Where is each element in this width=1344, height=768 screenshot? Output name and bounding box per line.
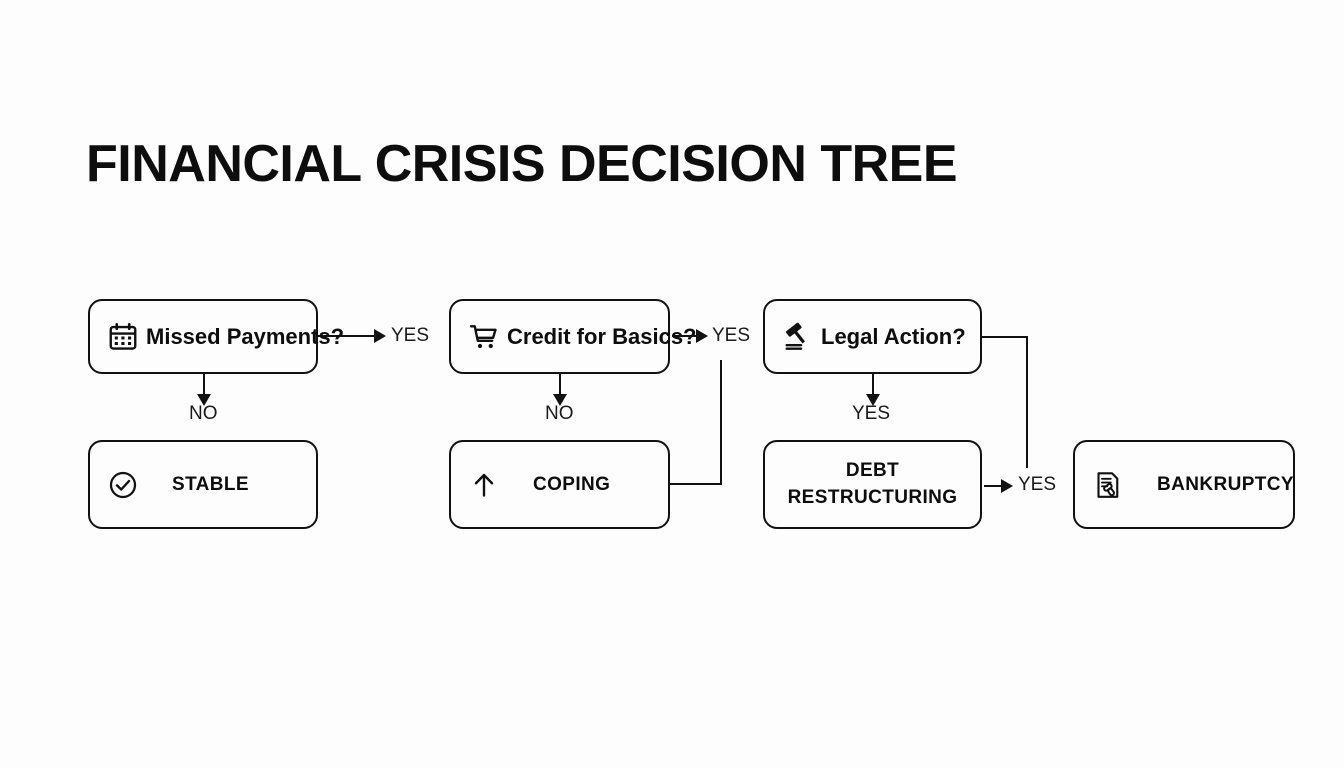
node-label-debt-restructuring: DEBT RESTRUCTURING (788, 458, 958, 510)
edge-label-missed-to-credit: YES (391, 325, 430, 346)
node-label-credit-for-basics: Credit for Basics? (507, 323, 697, 349)
node-debt-restructuring[interactable]: DEBT RESTRUCTURING (763, 440, 982, 529)
connector-coping-branch-horizontal (668, 483, 722, 486)
edge-label-credit-to-legal: YES (712, 325, 751, 346)
shopping-cart-icon (469, 324, 497, 348)
node-bankruptcy[interactable]: BANKRUPTCY (1073, 440, 1295, 529)
gavel-icon (785, 322, 805, 350)
connector-missed-to-credit (318, 335, 380, 338)
node-legal-action[interactable]: Legal Action? (763, 299, 982, 374)
connector-legal-to-debt (872, 373, 875, 401)
arrowhead-right-debt-to-bankruptcy (1001, 479, 1013, 493)
node-stable[interactable]: STABLE (88, 440, 318, 529)
arrowhead-down-legal-to-debt (866, 394, 880, 406)
connector-legal-branch-vertical (1026, 336, 1029, 468)
connector-credit-to-coping (559, 373, 562, 401)
node-coping[interactable]: COPING (449, 440, 670, 529)
node-label-stable: STABLE (172, 473, 249, 495)
connector-missed-to-stable (203, 373, 206, 401)
arrow-up-icon (474, 473, 494, 497)
arrowhead-right-missed-to-credit (374, 329, 386, 343)
node-label-coping: COPING (533, 473, 611, 495)
node-label-legal-action: Legal Action? (821, 323, 966, 349)
edge-label-missed-to-stable: NO (189, 403, 218, 424)
connector-legal-branch-horizontal (982, 336, 1028, 339)
node-missed-payments[interactable]: Missed Payments? (88, 299, 344, 374)
node-label-bankruptcy: BANKRUPTCY (1157, 473, 1294, 495)
arrowhead-down-credit-to-coping (553, 394, 567, 406)
arrowhead-down-missed-to-stable (197, 394, 211, 406)
node-credit-for-basics[interactable]: Credit for Basics? (449, 299, 697, 374)
edge-label-credit-to-coping: NO (545, 403, 574, 424)
node-label-missed-payments: Missed Payments? (146, 323, 345, 349)
edge-label-legal-to-debt: YES (852, 403, 891, 424)
node-label-debt-restructuring-line2: RESTRUCTURING (787, 486, 958, 508)
connector-credit-to-legal (672, 335, 702, 338)
check-circle-icon (109, 471, 137, 498)
connector-debt-to-bankruptcy (984, 485, 1006, 488)
page-title: FINANCIAL CRISIS DECISION TREE (86, 135, 958, 193)
arrowhead-right-credit-to-legal (696, 329, 708, 343)
connector-coping-branch-vertical (720, 360, 723, 485)
edge-label-debt-to-bankruptcy: YES (1018, 474, 1057, 495)
calendar-icon (109, 322, 137, 350)
bankruptcy-document-icon (1097, 471, 1119, 498)
node-label-debt-restructuring-line1: DEBT (845, 460, 900, 482)
